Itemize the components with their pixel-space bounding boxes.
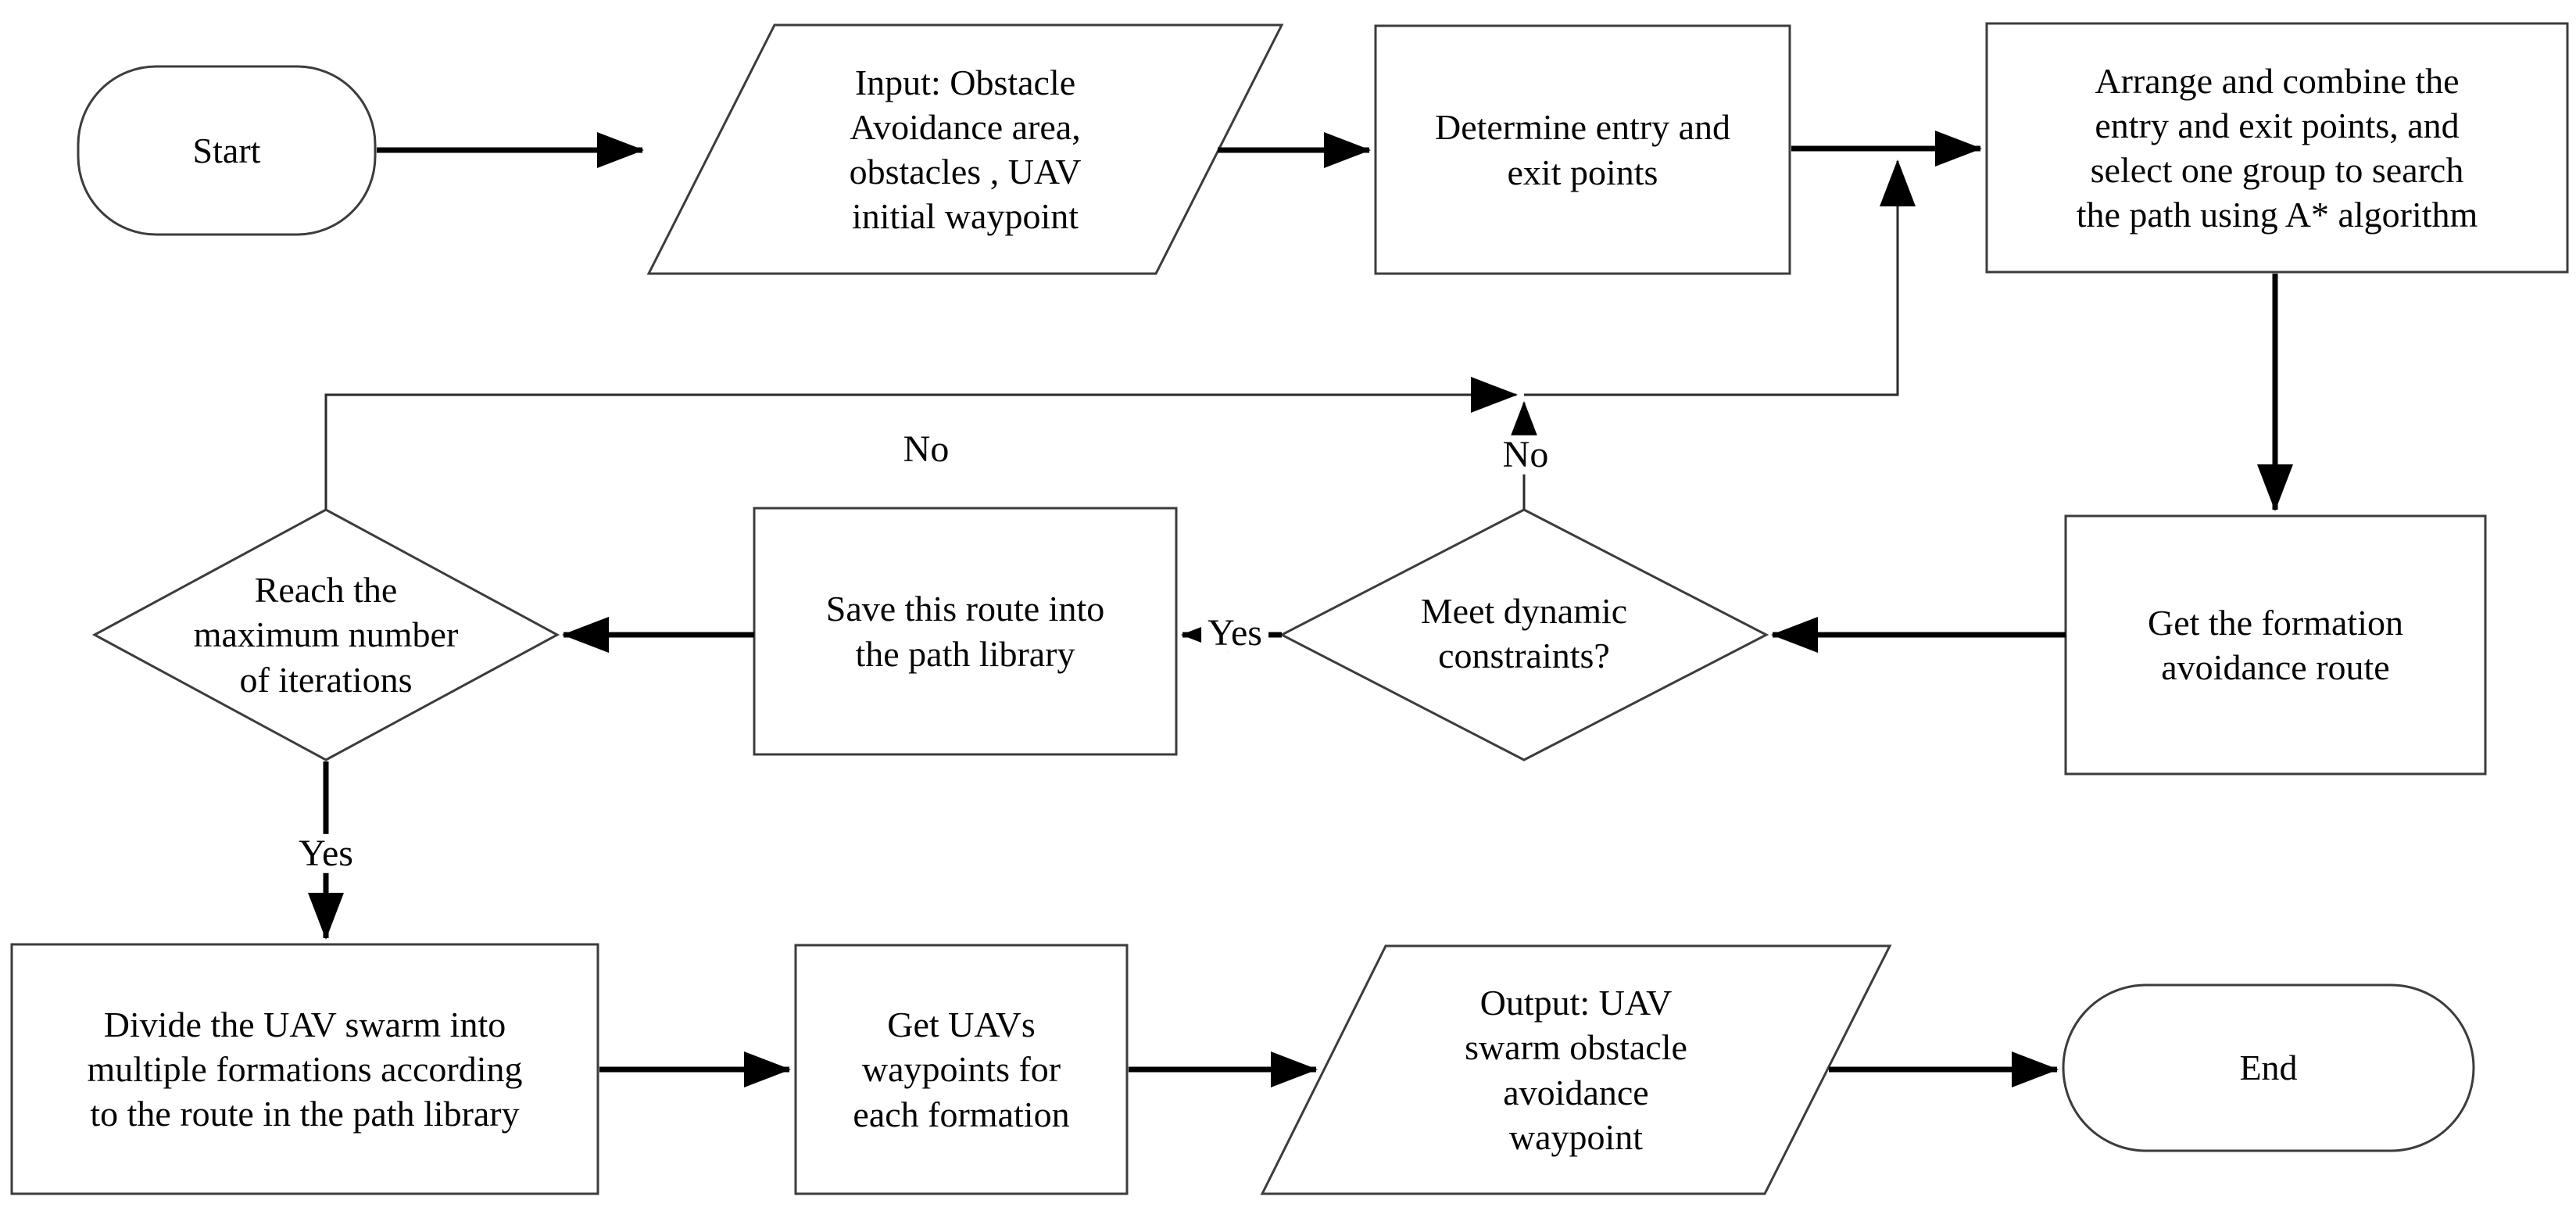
input-parallelogram-shape <box>646 23 1284 275</box>
meet-decision-shape <box>1279 508 1769 761</box>
start-terminator-shape <box>77 65 377 236</box>
get-formation-process-shape <box>2064 514 2487 776</box>
get-uavs-process-shape <box>794 944 1129 1195</box>
line-reach-no-loop <box>324 377 1518 510</box>
reach-decision-shape <box>91 508 560 761</box>
output-parallelogram-shape <box>1260 944 1892 1195</box>
arrange-process-shape <box>1985 22 2569 274</box>
divide-process-shape <box>10 943 599 1195</box>
line-no-junction-to-arrange-arrow <box>1524 159 1916 396</box>
end-terminator-shape <box>2062 983 2475 1152</box>
save-process-shape <box>753 507 1178 756</box>
determine-process-shape <box>1374 24 1791 275</box>
